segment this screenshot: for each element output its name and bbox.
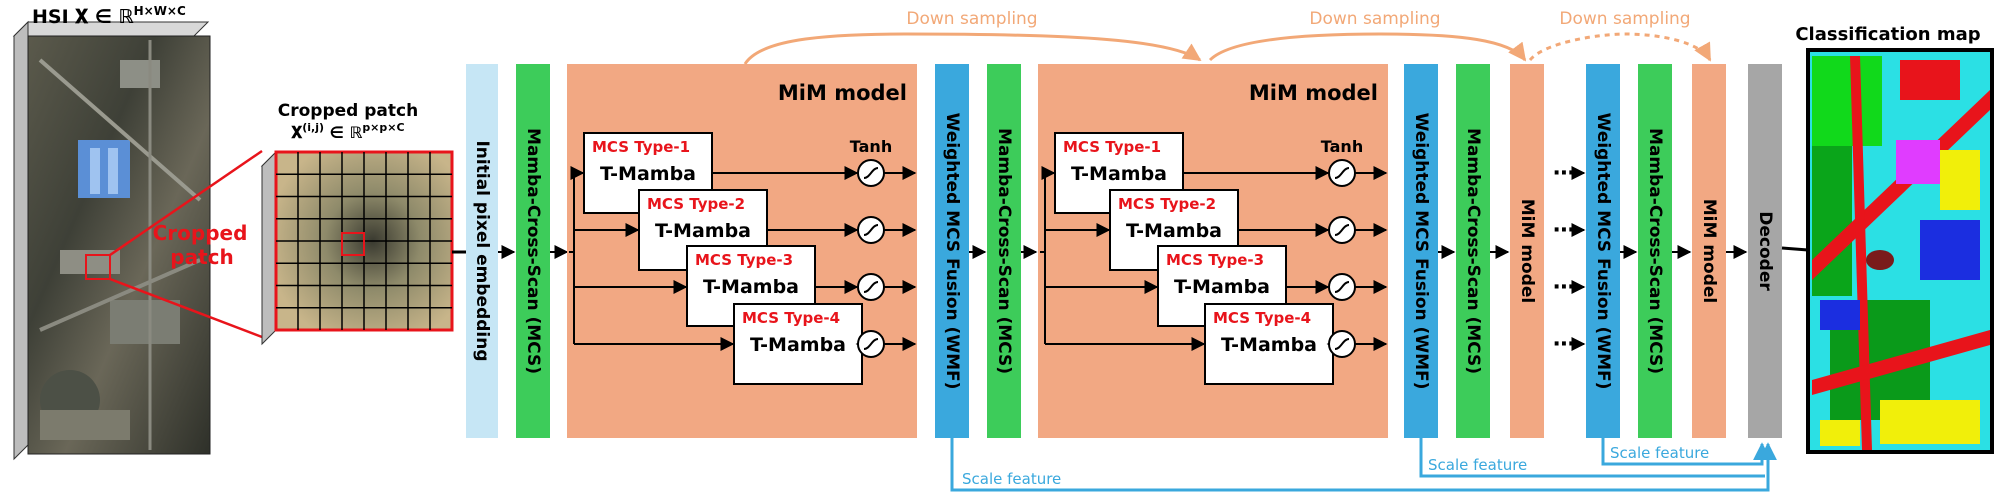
mcs-block-2 <box>987 64 1021 438</box>
mim-model-1-title: MiM model <box>778 81 907 105</box>
wmf-block-1 <box>935 64 969 438</box>
down-sampling-label-3: Down sampling <box>1559 9 1690 29</box>
mcs-label-3: Mamba-Cross-Scan (MCS) <box>1463 128 1483 374</box>
mcs-type-label-4: MCS Type-4 <box>1213 309 1311 327</box>
decoder-block <box>1748 64 1782 438</box>
tanh-curve-icon <box>863 281 879 293</box>
classification-map-title: Classification map <box>1795 24 1980 45</box>
mim-model-4-label: MiM model <box>1699 199 1719 304</box>
classification-map <box>1806 48 1994 454</box>
svg-text:⋯: ⋯ <box>1553 161 1575 186</box>
t-mamba-label-3: T-Mamba <box>703 276 799 298</box>
ellipsis-dots: ⋯ ⋯ ⋯ ⋯ <box>1553 161 1575 357</box>
scale-feature-label-1: Scale feature <box>962 470 1061 488</box>
tanh-curve-icon <box>1334 338 1350 350</box>
tanh-curve-icon <box>863 167 879 179</box>
hsi-title: HSI 𝐗 ∈ ℝH×W×C <box>32 4 186 28</box>
patch-formula: 𝐗(i,j) ∈ ℝp×p×C <box>290 121 404 142</box>
mcs-type-label-4: MCS Type-4 <box>742 309 840 327</box>
mim-model-4-block <box>1692 64 1726 438</box>
t-mamba-label-3: T-Mamba <box>1174 276 1270 298</box>
patch-title: Cropped patch <box>278 101 418 121</box>
scale-feature-label-3: Scale feature <box>1610 444 1709 462</box>
t-mamba-label-2: T-Mamba <box>655 220 751 242</box>
mcs-type-label-1: MCS Type-1 <box>1063 138 1161 156</box>
cropped-patch <box>260 150 454 346</box>
wmf-label-2: Weighted MCS Fusion (WMF) <box>1411 113 1431 390</box>
wmf-block-2 <box>1404 64 1438 438</box>
mcs-type-box-4 <box>733 303 863 385</box>
svg-text:⋯: ⋯ <box>1553 275 1575 300</box>
mcs-label-4: Mamba-Cross-Scan (MCS) <box>1645 128 1665 374</box>
mcs-block-3 <box>1456 64 1490 438</box>
mcs-type-label-3: MCS Type-3 <box>695 251 793 269</box>
initial-embedding-block <box>466 64 498 438</box>
down-sampling-arcs <box>743 32 1712 65</box>
wmf-label-1: Weighted MCS Fusion (WMF) <box>942 113 962 390</box>
tanh-curve-icon <box>1334 167 1350 179</box>
tanh-label: Tanh <box>1321 137 1363 156</box>
t-mamba-label-1: T-Mamba <box>600 163 696 185</box>
tanh-curve-icon <box>1334 281 1350 293</box>
t-mamba-label-2: T-Mamba <box>1126 220 1222 242</box>
scale-feature-label-2: Scale feature <box>1428 456 1527 474</box>
mim-model-3-block <box>1510 64 1544 438</box>
mcs-type-label-2: MCS Type-2 <box>1118 195 1216 213</box>
wmf-block-3 <box>1586 64 1620 438</box>
tanh-curve-icon <box>1334 224 1350 236</box>
hsi-cube <box>12 20 263 461</box>
tanh-curve-icon <box>863 224 879 236</box>
mcs-type-label-2: MCS Type-2 <box>647 195 745 213</box>
mim-model-3-label: MiM model <box>1517 199 1537 304</box>
mcs-type-box-4 <box>1204 303 1334 385</box>
patch-grid <box>276 152 452 330</box>
svg-text:⋯: ⋯ <box>1553 218 1575 243</box>
tanh-curve-icon <box>863 338 879 350</box>
mim-model-2-title: MiM model <box>1249 81 1378 105</box>
initial-embedding-label: Initial pixel embedding <box>472 140 492 361</box>
down-sampling-label-2: Down sampling <box>1309 9 1440 29</box>
cropped-label-line1: Cropped <box>153 221 248 245</box>
mcs-block-1 <box>516 64 550 438</box>
mcs-block-4 <box>1638 64 1672 438</box>
center-pixel-marker <box>341 232 365 256</box>
cropped-label-line2: patch <box>170 245 233 269</box>
down-sampling-label-1: Down sampling <box>906 9 1037 29</box>
mcs-label-1: Mamba-Cross-Scan (MCS) <box>523 128 543 374</box>
crop-marker <box>85 254 111 280</box>
mcs-type-label-1: MCS Type-1 <box>592 138 690 156</box>
t-mamba-label-4: T-Mamba <box>1221 334 1317 356</box>
mcs-type-label-3: MCS Type-3 <box>1166 251 1264 269</box>
svg-text:⋯: ⋯ <box>1553 332 1575 357</box>
t-mamba-label-4: T-Mamba <box>750 334 846 356</box>
scale-feature-lines <box>950 438 1777 492</box>
t-mamba-label-1: T-Mamba <box>1071 163 1167 185</box>
wmf-label-3: Weighted MCS Fusion (WMF) <box>1593 113 1613 390</box>
mcs-label-2: Mamba-Cross-Scan (MCS) <box>994 128 1014 374</box>
tanh-label: Tanh <box>850 137 892 156</box>
decoder-label: Decoder <box>1755 211 1775 291</box>
